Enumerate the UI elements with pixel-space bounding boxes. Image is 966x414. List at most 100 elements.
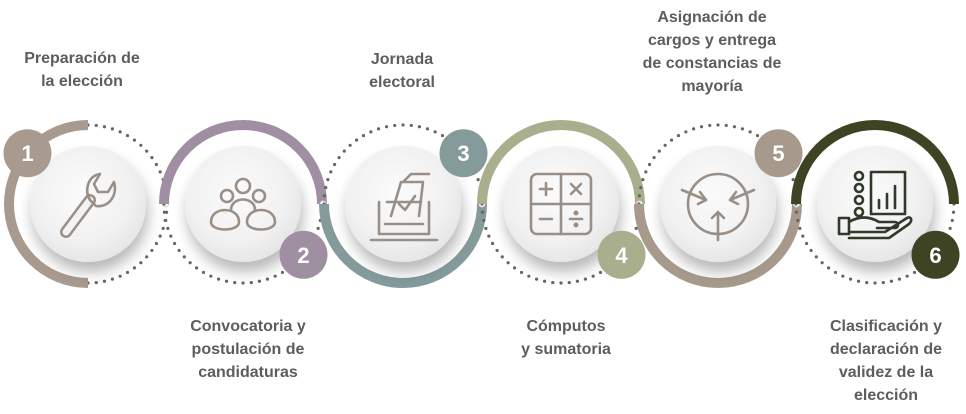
ring-dot bbox=[155, 242, 158, 245]
ring-dot bbox=[281, 271, 284, 274]
ring-dot bbox=[834, 271, 837, 274]
ring-dot bbox=[805, 242, 808, 245]
ring-dot bbox=[177, 249, 180, 252]
step-6-number: 6 bbox=[929, 243, 941, 268]
ring-dot bbox=[349, 144, 352, 147]
ring-dot bbox=[692, 127, 695, 130]
ring-dot bbox=[684, 130, 687, 133]
step-1-number: 1 bbox=[21, 141, 33, 166]
ring-dot bbox=[145, 255, 148, 258]
ring-dot bbox=[477, 178, 480, 181]
ring-dot bbox=[644, 170, 647, 173]
ring-dot bbox=[103, 280, 106, 283]
ring-dot bbox=[639, 186, 642, 189]
ring-dot bbox=[725, 124, 728, 127]
ring-dot bbox=[250, 281, 253, 284]
ring-dot bbox=[317, 227, 320, 230]
step-2-number: 2 bbox=[297, 243, 309, 268]
ring-dot bbox=[749, 130, 752, 133]
ring-dot bbox=[145, 150, 148, 153]
ring-dot bbox=[410, 124, 413, 127]
ring-dot bbox=[169, 235, 172, 238]
ring-dot bbox=[949, 227, 952, 230]
ring-dot bbox=[111, 278, 114, 281]
ring-dot bbox=[217, 278, 220, 281]
ring-dot bbox=[329, 170, 332, 173]
step-5-badge: 5 bbox=[755, 129, 803, 177]
ring-dot bbox=[103, 125, 106, 128]
ring-dot bbox=[841, 275, 844, 278]
ring-dot bbox=[326, 178, 329, 181]
ring-dot bbox=[873, 281, 876, 284]
ring-dot bbox=[865, 281, 868, 284]
ring-dot bbox=[527, 275, 530, 278]
ring-dot bbox=[150, 249, 153, 252]
ring-dot bbox=[159, 170, 162, 173]
ring-dot bbox=[401, 123, 404, 126]
ring-dot bbox=[126, 271, 129, 274]
ring-dot bbox=[481, 211, 484, 214]
ring-dot bbox=[274, 275, 277, 278]
ring-dot bbox=[520, 271, 523, 274]
ring-dot bbox=[343, 150, 346, 153]
ring-dot bbox=[385, 125, 388, 128]
ring-dot bbox=[266, 278, 269, 281]
step-3-label: Jornada electoral bbox=[322, 48, 482, 94]
step-3-number: 3 bbox=[457, 141, 469, 166]
ring-dot bbox=[708, 124, 711, 127]
ring-dot bbox=[951, 219, 954, 222]
ring-dot bbox=[849, 278, 852, 281]
ring-dot bbox=[795, 211, 798, 214]
ring-dot bbox=[162, 227, 165, 230]
ring-dot bbox=[119, 130, 122, 133]
ring-dot bbox=[484, 227, 487, 230]
ring-dot bbox=[857, 280, 860, 283]
ring-dot bbox=[809, 249, 812, 252]
ring-dot bbox=[139, 261, 142, 264]
ring-dot bbox=[333, 163, 336, 166]
ring-dot bbox=[543, 280, 546, 283]
ring-dot bbox=[801, 235, 804, 238]
ring-dot bbox=[952, 211, 955, 214]
ring-dot bbox=[369, 130, 372, 133]
ring-dot bbox=[95, 124, 98, 127]
ring-dot bbox=[233, 281, 236, 284]
ring-dot bbox=[133, 266, 136, 269]
ring-dot bbox=[119, 275, 122, 278]
ring-dot bbox=[225, 280, 228, 283]
ring-dot bbox=[913, 271, 916, 274]
ring-dot bbox=[906, 275, 909, 278]
ring-dot bbox=[173, 242, 176, 245]
step-5-number: 5 bbox=[772, 141, 784, 166]
ring-dot bbox=[323, 194, 326, 197]
step-6-badge: 6 bbox=[912, 231, 960, 279]
ring-dot bbox=[377, 127, 380, 130]
step-3-badge: 3 bbox=[440, 129, 488, 177]
ring-dot bbox=[756, 134, 759, 137]
step-1-badge: 1 bbox=[3, 129, 51, 177]
ring-dot bbox=[183, 255, 186, 258]
ring-dot bbox=[126, 134, 129, 137]
ring-dot bbox=[150, 156, 153, 159]
ring-dot bbox=[551, 281, 554, 284]
ring-dot bbox=[482, 219, 485, 222]
ring-dot bbox=[716, 123, 719, 126]
ring-dot bbox=[648, 163, 651, 166]
ring-dot bbox=[163, 211, 166, 214]
ring-dot bbox=[501, 255, 504, 258]
ring-dot bbox=[507, 261, 510, 264]
ring-dot bbox=[195, 266, 198, 269]
ring-dot bbox=[677, 134, 680, 137]
ring-dot bbox=[733, 125, 736, 128]
ring-dot bbox=[241, 281, 244, 284]
step-5-label: Asignación de cargos y entrega de consta… bbox=[622, 6, 802, 98]
ring-dot bbox=[658, 150, 661, 153]
ring-dot bbox=[434, 130, 437, 133]
ring-dot bbox=[599, 271, 602, 274]
ring-dot bbox=[495, 249, 498, 252]
ring-dot bbox=[355, 138, 358, 141]
ring-dot bbox=[584, 278, 587, 281]
ring-dot bbox=[337, 156, 340, 159]
ring-dot bbox=[491, 242, 494, 245]
ring-dot bbox=[592, 275, 595, 278]
